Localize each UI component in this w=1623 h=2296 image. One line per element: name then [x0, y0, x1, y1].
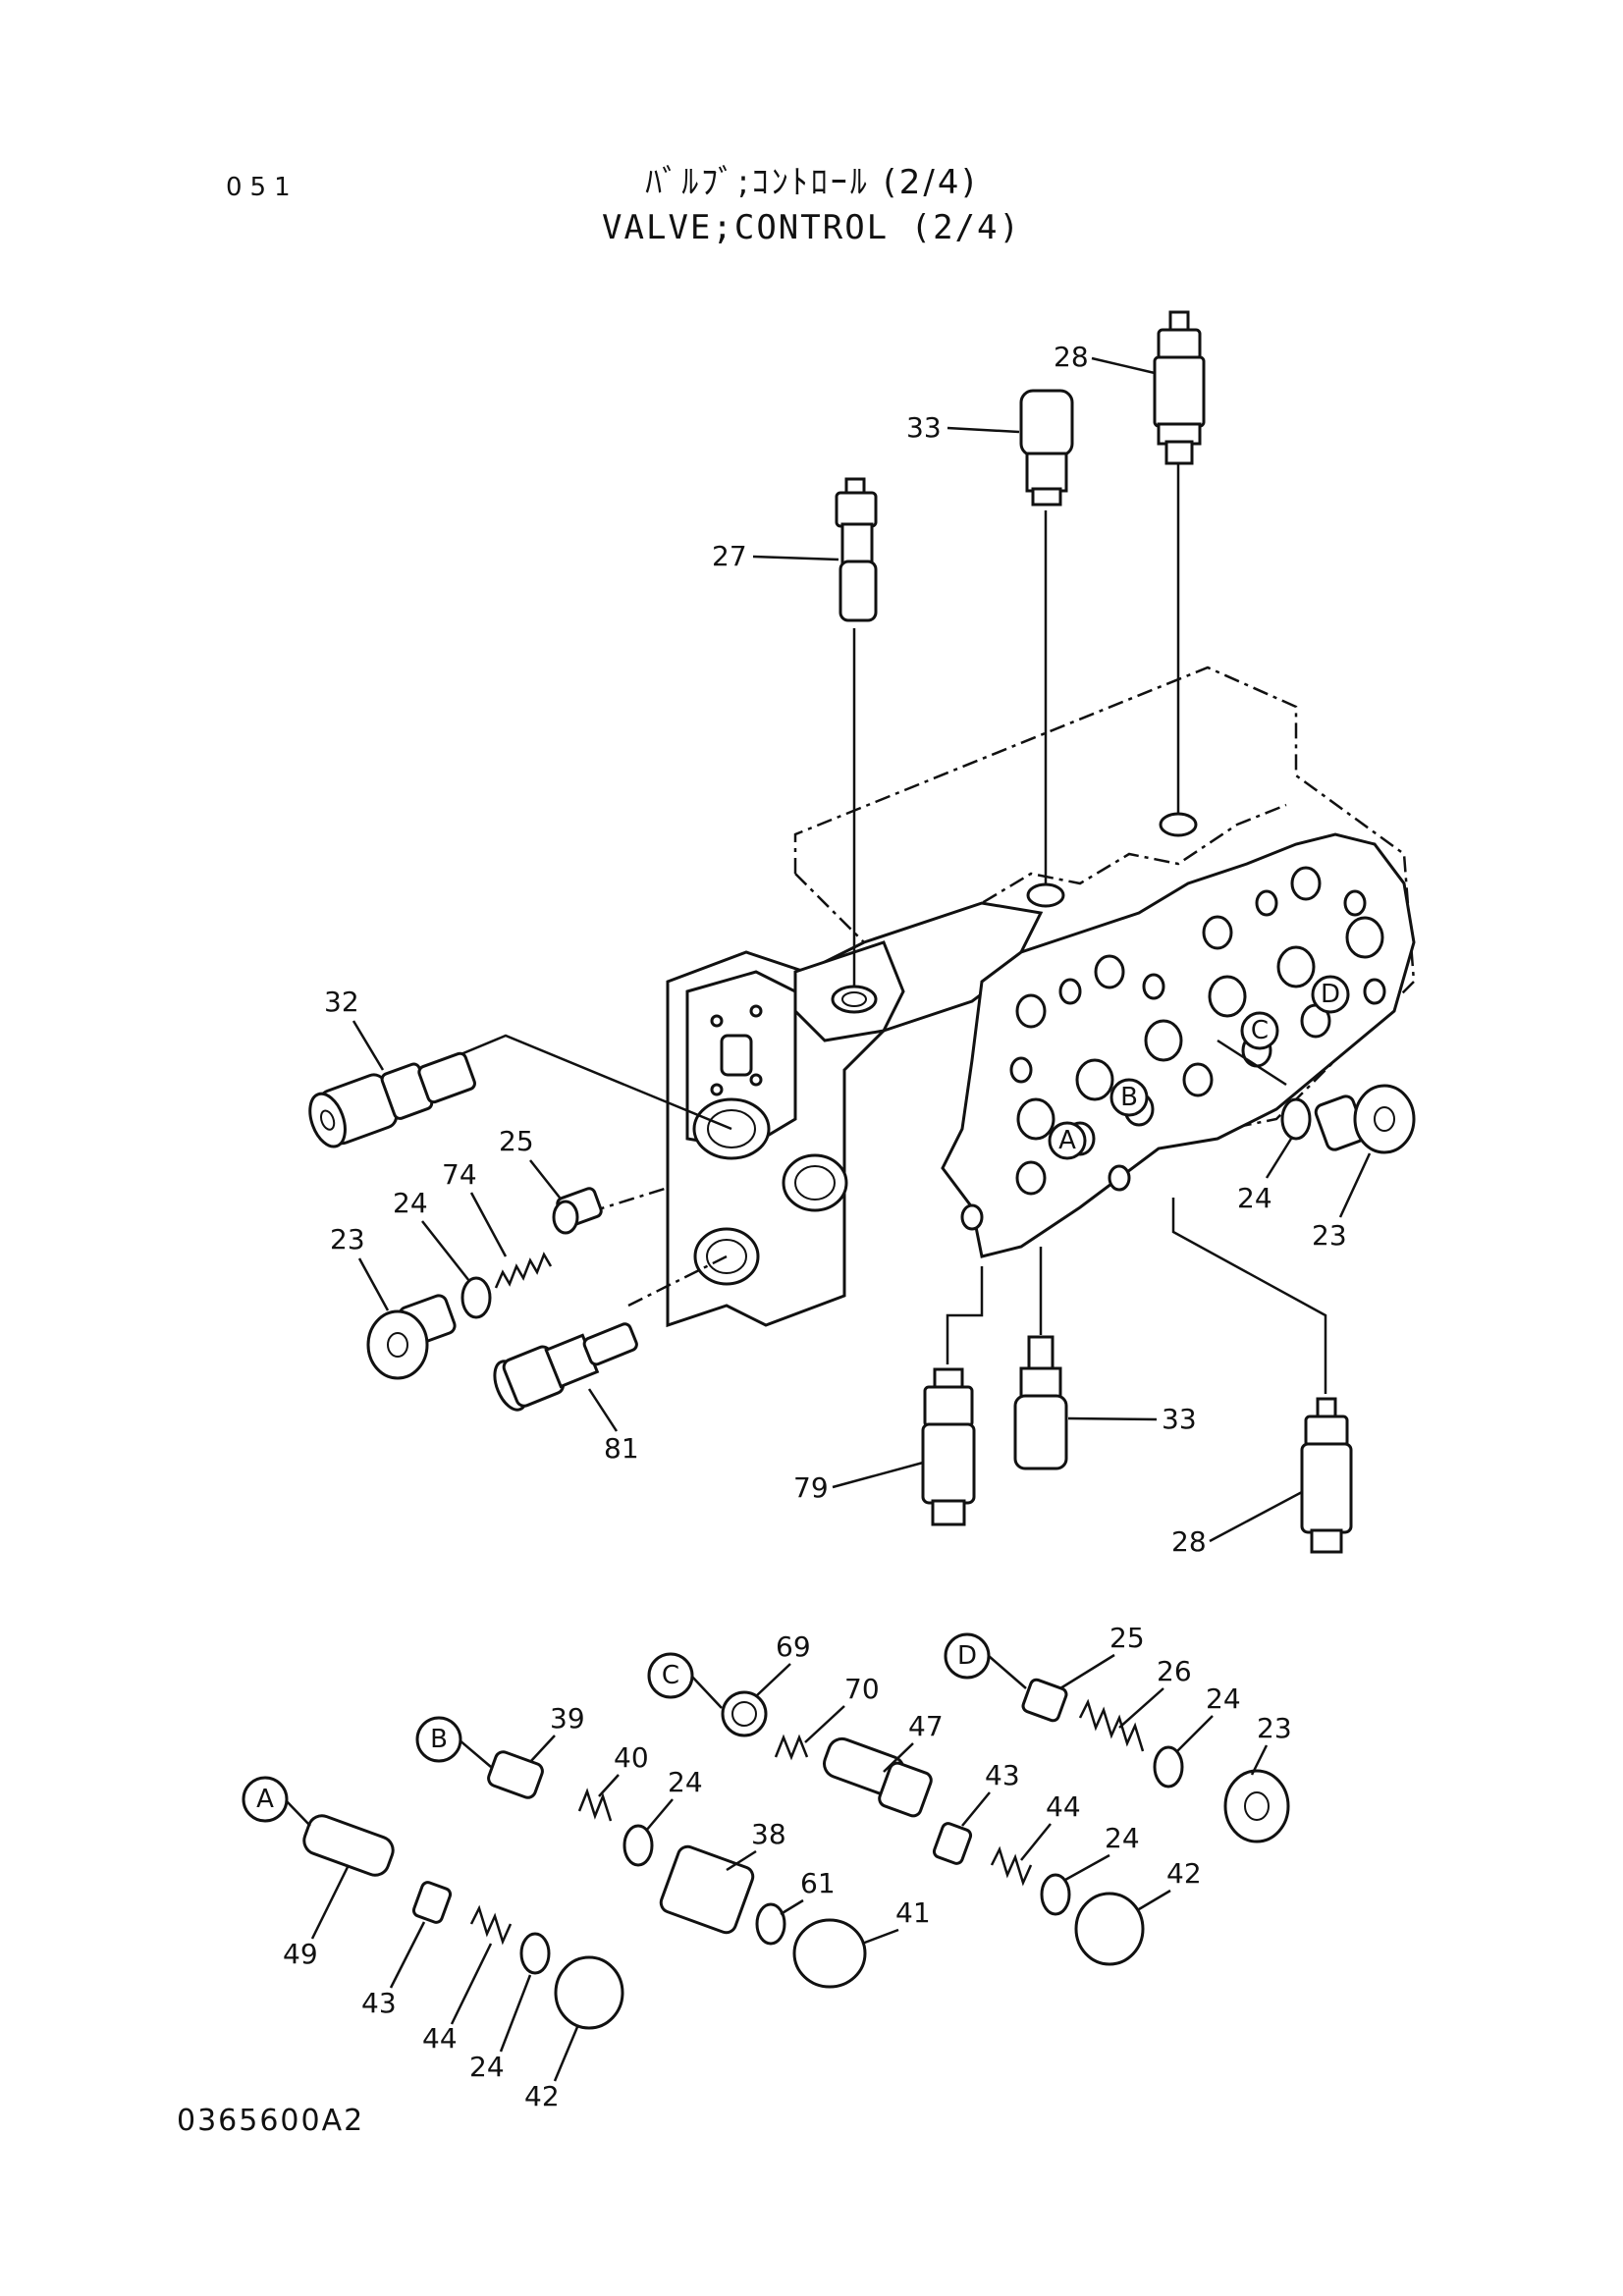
- port-c-marker: [1240, 1011, 1279, 1050]
- label-61: 61: [800, 1867, 836, 1899]
- label-32: 32: [324, 986, 359, 1018]
- label-28-lower: 28: [1171, 1525, 1207, 1558]
- port-a-ref-label: A: [256, 1785, 274, 1814]
- lower-exploded-group: [284, 1655, 1290, 2030]
- label-43-right: 43: [985, 1759, 1020, 1791]
- label-47: 47: [908, 1710, 944, 1742]
- part-74-spring: [494, 1252, 553, 1289]
- title-english: VALVE;CONTROL (2/4): [602, 208, 1021, 247]
- part-32-valve: [308, 1051, 476, 1148]
- label-33-lower: 33: [1162, 1403, 1197, 1435]
- port-d-marker: [1311, 975, 1350, 1014]
- label-24-mid: 24: [668, 1766, 703, 1798]
- label-23-left: 23: [330, 1223, 365, 1255]
- label-38: 38: [751, 1818, 786, 1850]
- port-b-ref-label: B: [430, 1725, 448, 1754]
- label-28-upper: 28: [1054, 341, 1089, 373]
- port-b-marker: [1109, 1078, 1149, 1117]
- label-74: 74: [442, 1158, 477, 1191]
- leader-lines: [446, 461, 1327, 1394]
- part-23-right-plug: [1314, 1084, 1416, 1154]
- label-69: 69: [776, 1630, 811, 1663]
- label-25-right: 25: [1109, 1622, 1145, 1654]
- part-28-lower-relief-valve: [1300, 1397, 1353, 1554]
- label-44-left: 44: [422, 2022, 458, 2055]
- label-79: 79: [793, 1471, 829, 1504]
- page-number: 051: [226, 173, 298, 202]
- label-70: 70: [844, 1673, 880, 1705]
- port-d-ref: [944, 1632, 991, 1680]
- label-24-right: 24: [1237, 1182, 1272, 1214]
- label-23-right: 23: [1312, 1219, 1347, 1252]
- port-markers: A B C D A B C D: [242, 975, 1350, 1823]
- title-japanese: ﾊﾞﾙﾌﾞ;ｺﾝﾄﾛｰﾙ (2/4): [645, 163, 978, 202]
- label-42-right: 42: [1166, 1857, 1202, 1890]
- label-26: 26: [1157, 1655, 1192, 1687]
- part-labels: 28 33 27 32 25 74 24 23 81 24 23 79 33 2…: [283, 341, 1372, 2112]
- label-40: 40: [614, 1741, 649, 1774]
- part-27-valve: [835, 477, 878, 622]
- label-24-left: 24: [393, 1187, 428, 1219]
- port-c-label: C: [1251, 1016, 1269, 1045]
- port-a-marker: [1048, 1121, 1087, 1160]
- port-a-label: A: [1058, 1126, 1076, 1155]
- label-43-left: 43: [361, 1987, 397, 2019]
- label-41: 41: [895, 1896, 931, 1929]
- port-a-ref: [242, 1776, 289, 1823]
- part-28-upper-relief-valve: [1153, 310, 1206, 465]
- label-44-right: 44: [1046, 1790, 1081, 1823]
- part-81-valve: [493, 1322, 638, 1412]
- label-81: 81: [604, 1432, 639, 1465]
- label-24-lower-mid: 24: [1105, 1822, 1140, 1854]
- part-33-upper-plug: [1019, 389, 1074, 507]
- part-23-left-plug: [366, 1294, 457, 1380]
- drawing-code: 0365600A2: [177, 2104, 365, 2138]
- port-b-label: B: [1120, 1083, 1138, 1112]
- part-33-lower-plug: [1013, 1335, 1068, 1470]
- port-d-ref-label: D: [957, 1641, 977, 1671]
- port-c-ref: [647, 1652, 694, 1699]
- label-39: 39: [550, 1702, 585, 1735]
- label-25-left: 25: [499, 1125, 534, 1157]
- label-27: 27: [712, 540, 747, 572]
- valve-body: [666, 666, 1416, 1328]
- part-25-left-poppet: [552, 1187, 603, 1235]
- port-c-ref-label: C: [662, 1661, 679, 1690]
- part-79-valve: [921, 1367, 976, 1526]
- port-b-ref: [415, 1716, 462, 1763]
- label-49: 49: [283, 1938, 318, 1970]
- label-24-left-lower: 24: [469, 2051, 505, 2083]
- label-33-upper: 33: [906, 411, 942, 444]
- label-42-left: 42: [524, 2080, 560, 2112]
- port-d-label: D: [1321, 980, 1340, 1009]
- part-24-oring-left: [460, 1276, 492, 1319]
- label-23-lower-right: 23: [1257, 1712, 1292, 1744]
- part-24-oring-right: [1280, 1097, 1312, 1141]
- label-24-lower-right: 24: [1206, 1682, 1241, 1715]
